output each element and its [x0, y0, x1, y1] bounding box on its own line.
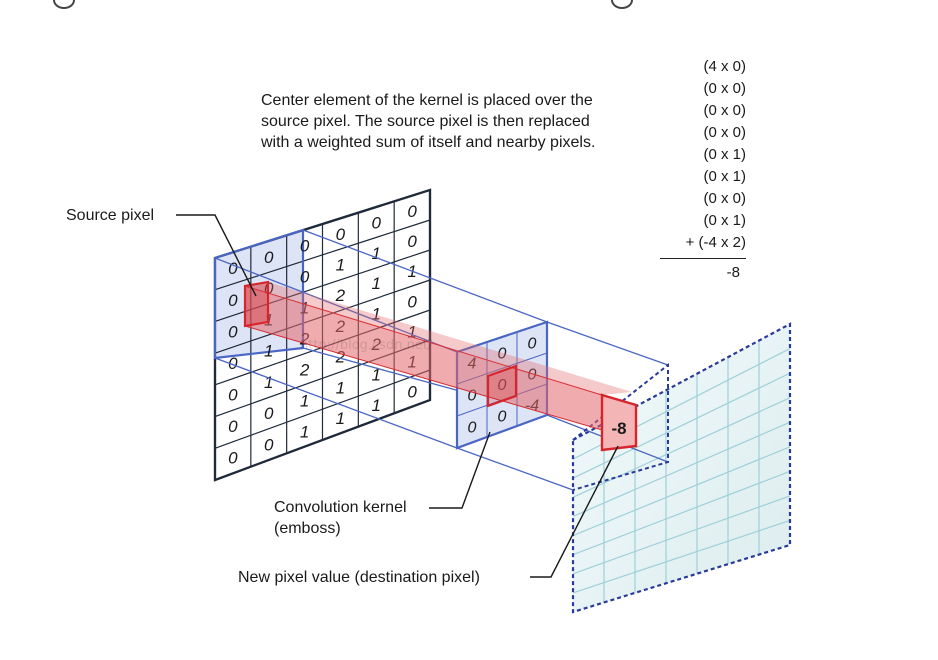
destination-pixel-value: -8	[611, 419, 626, 438]
grid-cell-value: 1	[264, 342, 273, 361]
grid-cell-value: 1	[300, 422, 309, 441]
grid-cell-value: 1	[372, 396, 381, 415]
grid-cell-value: 2	[299, 360, 310, 379]
source-pixel-highlight	[243, 280, 270, 328]
grid-cell-value: 0	[336, 225, 346, 244]
grid-cell-value: 1	[264, 373, 273, 392]
kernel-center-highlight	[486, 364, 518, 408]
grid-cell-value: 0	[407, 202, 417, 221]
grid-cell-value: 1	[336, 378, 345, 397]
calc-term: (0 x 0)	[703, 190, 746, 207]
grid-cell-value: 2	[335, 286, 346, 305]
grid-cell-value: 0	[228, 259, 238, 278]
calc-term: (0 x 1)	[703, 168, 746, 185]
grid-cell-value: 1	[300, 391, 309, 410]
grid-cell-value: 1	[336, 256, 345, 275]
watermark: http://blog.csdn.net/	[300, 338, 433, 353]
grid-line	[572, 372, 791, 479]
grid-line	[214, 369, 431, 449]
callout-lines	[176, 214, 619, 578]
destination-grid	[571, 322, 792, 614]
grid-cell-value: 0	[407, 383, 417, 402]
grid-cell-value: 0	[228, 354, 238, 373]
grid-cell-value: 0	[228, 322, 238, 341]
kernel-sublabel: (emboss)	[274, 520, 341, 537]
grid-line	[572, 446, 791, 537]
grid-line	[572, 470, 791, 556]
grid-cell-value: 0	[468, 388, 477, 405]
calc-term: (0 x 1)	[703, 212, 746, 229]
grid-cell-value: 0	[372, 213, 382, 232]
grid-line	[214, 219, 431, 291]
kernel-label: Convolution kernel	[274, 499, 407, 516]
calc-term: (4 x 0)	[703, 58, 746, 75]
source-pixel-label: Source pixel	[66, 207, 155, 224]
grid-cell-value: 0	[407, 292, 417, 311]
calc-sum-rule	[660, 258, 746, 259]
grid-cell-value: 0	[300, 236, 310, 255]
grid-cell-value: 1	[407, 322, 416, 341]
grid-cell-value: 0	[498, 346, 507, 363]
grid-cell-value: 0	[407, 232, 417, 251]
grid-cell-value: 2	[335, 348, 346, 367]
grid-line	[572, 495, 791, 575]
calc-term: (0 x 0)	[703, 102, 746, 119]
grid-cell-value: 0	[528, 335, 537, 352]
grid-cell-value: 1	[372, 305, 381, 324]
grid-cell-value: 0	[264, 435, 274, 454]
grid-cell-value: 0	[498, 409, 507, 426]
calc-term: (0 x 0)	[703, 80, 746, 97]
grid-cell-value: 0	[300, 267, 310, 286]
caption-line: with a weighted sum of itself and nearby…	[261, 134, 596, 151]
grid-cell-value: 1	[372, 365, 381, 384]
destination-window	[572, 362, 669, 491]
grid-cell-value: 1	[372, 244, 381, 263]
grid-line	[572, 519, 791, 594]
grid-cell-value: 0	[228, 449, 238, 468]
grid-line	[572, 421, 791, 517]
destination-label: New pixel value (destination pixel)	[238, 569, 480, 586]
grid-cell-value: 1	[372, 274, 381, 293]
grid-cell-value: 0	[228, 417, 238, 436]
calc-term: (0 x 0)	[703, 124, 746, 141]
caption-line: Center element of the kernel is placed o…	[261, 92, 593, 109]
calculation: (4 x 0) (0 x 0) (0 x 0) (0 x 0) (0 x 1) …	[660, 56, 746, 254]
calc-term: + (-4 x 2)	[685, 234, 746, 251]
calc-result: -8	[726, 264, 740, 281]
destination-pixel	[600, 393, 638, 452]
grid-cell-value: 0	[228, 386, 238, 405]
grid-cell-value: 0	[228, 291, 238, 310]
calc-term: (0 x 1)	[703, 146, 746, 163]
grid-line	[572, 397, 791, 498]
top-left-arc	[53, 0, 75, 9]
grid-cell-value: 0	[264, 404, 274, 423]
red-beam	[243, 280, 638, 452]
grid-cell-value: 0	[264, 248, 274, 267]
grid-cell-value: 1	[336, 409, 345, 428]
top-right-arc	[611, 0, 633, 9]
caption: Center element of the kernel is placed o…	[261, 90, 595, 153]
grid-cell-value: 0	[468, 419, 477, 436]
caption-line: source pixel. The source pixel is then r…	[261, 113, 590, 130]
